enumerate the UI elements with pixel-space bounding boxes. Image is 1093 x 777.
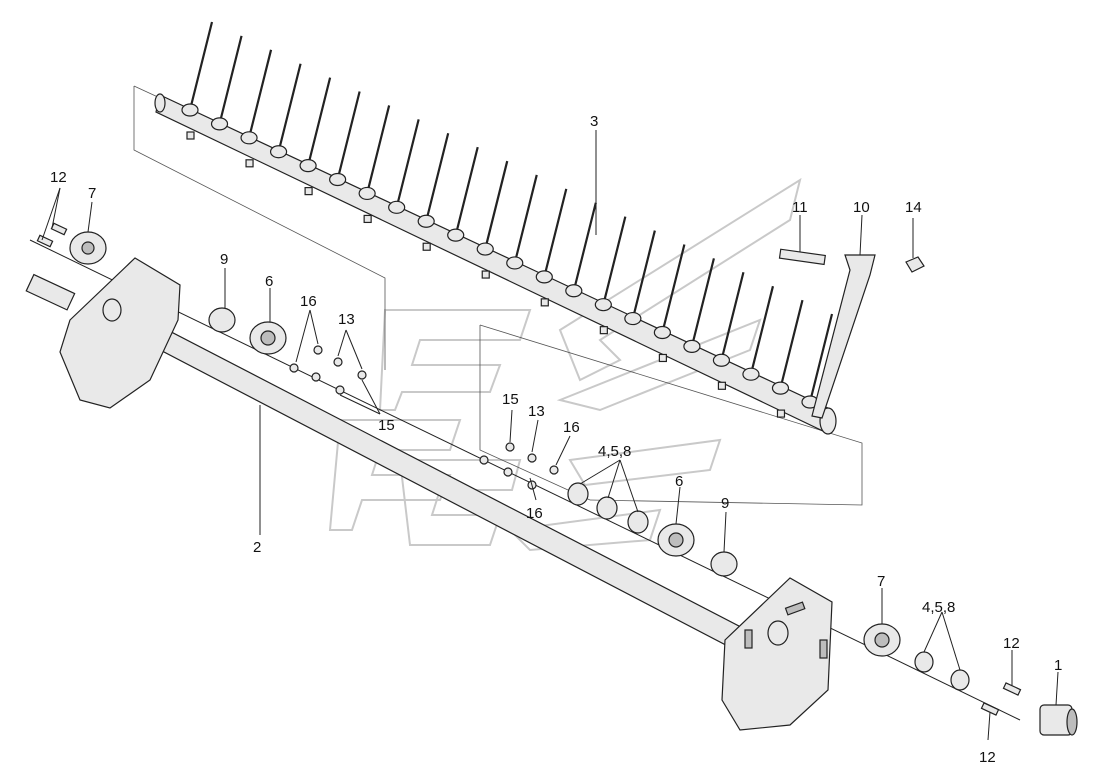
tine-nut [658,353,667,363]
hub-part-1 [1039,704,1078,736]
tine [247,49,273,139]
tine-nut [717,381,727,390]
callout-13-left: 13 [338,311,355,328]
tine-nut [304,187,313,196]
tine [779,299,804,389]
tine [395,119,420,208]
flange-left [69,231,107,265]
flange-7-right [863,623,901,657]
tine [218,35,243,125]
tine [661,244,686,333]
tine-coil [181,103,199,117]
tine-nut [186,131,195,140]
tine-nut [481,270,490,279]
flange-6-left [249,321,287,355]
callout-6-right: 6 [675,473,683,490]
left-side-plate [25,257,181,409]
tine [602,216,627,305]
tine-coil [565,284,583,298]
tine [572,202,597,292]
tine-coil [388,200,406,214]
callout-15-mid: 15 [502,391,519,408]
callout-7-left: 7 [88,185,96,202]
callout-16-mid: 16 [563,419,580,436]
right-side-plate [721,577,833,731]
callout-4-5-8-right: 4,5,8 [922,599,955,616]
callout-7-right: 7 [877,573,885,590]
tine-coil [535,270,553,284]
callout-9-left: 9 [220,251,228,268]
flange-6-right [657,523,695,557]
tine-coil [358,186,376,201]
tine [749,285,775,375]
leader-lines [41,130,1059,741]
tine [336,91,361,180]
tine-coil [771,381,790,395]
tine-coil [210,117,229,131]
callout-14: 14 [905,199,922,216]
tine-coil [476,242,494,256]
tine [808,313,834,403]
tine-coil [417,214,435,228]
callout-4-5-8-mid: 4,5,8 [598,443,631,460]
callout-12-left: 12 [50,169,67,186]
ring-group-mid [567,482,649,534]
callout-6-left: 6 [265,273,273,290]
tine [484,160,509,250]
tine-coil [329,172,347,187]
assembly-frame [133,85,863,506]
tine-nut [599,326,608,335]
tine-nut [540,298,549,307]
tine [631,230,656,319]
tine-coil [447,228,465,242]
tine [307,77,332,166]
bolt-group [36,222,1022,716]
fastener-group-left [289,345,367,395]
tine [277,63,302,152]
tine [720,272,745,361]
ring-group-right [914,651,970,691]
callout-15-left: 15 [378,417,395,434]
tine-coil [683,339,701,353]
tine-bar [154,21,837,435]
callout-11: 11 [792,199,808,216]
callout-1: 1 [1054,657,1062,674]
callout-12-right-bottom: 12 [979,749,996,766]
bearing-right [710,551,738,577]
callout-16-left: 16 [300,293,317,310]
tine-coil [712,353,731,367]
tine [690,258,715,347]
tine-coil [653,325,671,340]
callout-9-right: 9 [721,495,729,512]
tine-nut [363,214,372,224]
callout-12-right-top: 12 [1003,635,1020,652]
callout-2: 2 [253,539,261,556]
callout-10: 10 [853,199,870,216]
callout-16-bottom: 16 [526,505,543,522]
tine [188,21,214,111]
tine-nut [776,409,786,418]
tine-coil [240,131,258,145]
tine-coil [299,159,317,173]
tine-coil [269,145,288,159]
tine-coil [506,256,524,270]
lever-10 [811,254,925,419]
tine [454,146,479,236]
callout-3: 3 [590,113,598,130]
tine-coil [624,311,642,326]
tine [543,188,568,278]
tine-coil [594,298,612,312]
tine [513,174,538,264]
callout-13-mid: 13 [528,403,545,420]
tine-coil [742,367,760,381]
bearing-left [208,307,236,333]
callout-labels: 1 2 3 4,5,8 4,5,8 6 6 7 7 9 9 10 11 12 1… [50,113,1062,766]
tine-nut [422,242,431,251]
tine [366,105,391,194]
tine [425,132,450,222]
tine-nut [245,159,254,168]
